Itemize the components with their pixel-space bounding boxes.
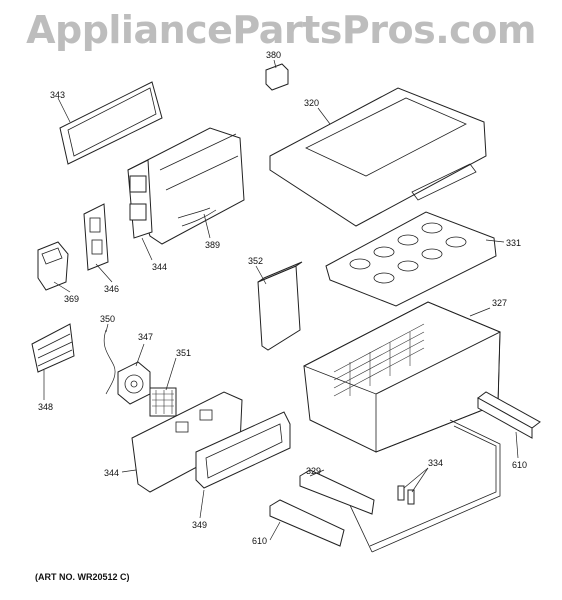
part-347-fan[interactable] [117, 361, 151, 405]
watermark: AppliancePartsPros.com [26, 8, 536, 52]
leader-lines [43, 59, 519, 541]
callout-334: 334 [428, 458, 443, 468]
callout-352: 352 [248, 256, 263, 266]
callout-347: 347 [138, 332, 153, 342]
callout-346: 346 [104, 284, 119, 294]
callout-350: 350 [100, 314, 115, 324]
callout-327: 327 [492, 298, 507, 308]
part-329-bracket[interactable] [299, 469, 375, 515]
part-351-mesh[interactable] [149, 387, 177, 417]
callout-329: 329 [306, 466, 321, 476]
part-610-rail-right[interactable] [477, 391, 541, 439]
part-344-upper-housing[interactable] [127, 127, 245, 245]
callout-348: 348 [38, 402, 53, 412]
callout-610-right: 610 [512, 460, 527, 470]
part-352-plate[interactable] [257, 261, 303, 351]
callout-380: 380 [266, 50, 281, 60]
callout-610-lower: 610 [252, 536, 267, 546]
part-348-plate[interactable] [31, 323, 75, 373]
art-number: (ART NO. WR20512 C) [35, 572, 130, 582]
callout-351: 351 [176, 348, 191, 358]
part-343-panel[interactable] [59, 81, 163, 165]
part-320-top-cover[interactable] [269, 87, 487, 227]
part-610-rail-lower[interactable] [269, 499, 345, 547]
part-369-cover[interactable] [37, 241, 69, 291]
callout-320: 320 [304, 98, 319, 108]
part-331-tray[interactable] [325, 211, 497, 307]
part-350-harness[interactable] [103, 329, 116, 395]
callout-349: 349 [192, 520, 207, 530]
part-346-bracket[interactable] [83, 203, 109, 271]
callout-331: 331 [506, 238, 521, 248]
callout-344-lower: 344 [104, 468, 119, 478]
callout-369: 369 [64, 294, 79, 304]
callout-labels: 343 380 320 331 389 344 352 346 369 327 … [38, 50, 527, 546]
callout-389: 389 [205, 240, 220, 250]
part-389-wire[interactable] [177, 207, 217, 227]
part-380-cap[interactable] [265, 63, 289, 91]
callout-343: 343 [50, 90, 65, 100]
part-334-screws[interactable] [397, 485, 415, 505]
part-349-frame[interactable] [195, 411, 291, 489]
callout-344-upper: 344 [152, 262, 167, 272]
